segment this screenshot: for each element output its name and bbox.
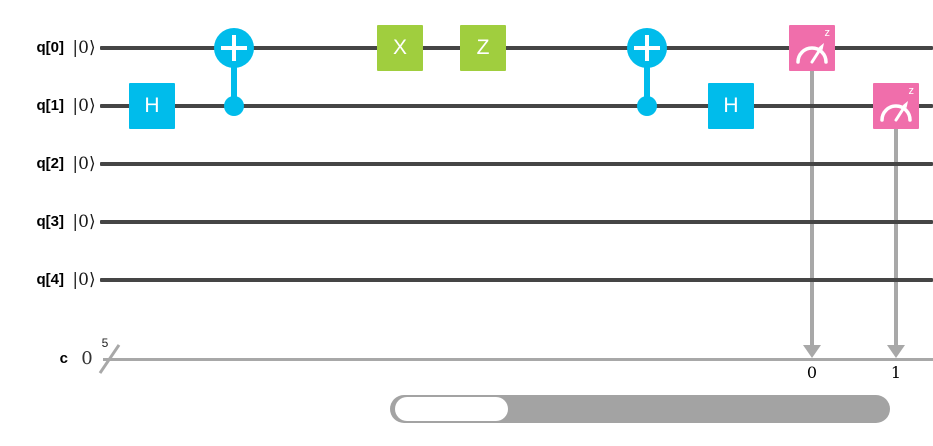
x-gate[interactable]: X [377,25,423,71]
measure-line-0 [810,71,814,346]
classical-register-label: c [59,350,68,367]
classical-bit-label-1: 1 [890,363,902,382]
cnot2-control-dot[interactable] [637,96,657,116]
plus-icon [221,46,247,50]
measure-gate-0[interactable]: z [789,25,835,71]
horizontal-scrollbar-track[interactable] [390,395,890,423]
measure-gauge-icon [796,43,828,64]
qubit-wire-1 [100,104,933,108]
plus-icon [634,46,660,50]
h-gate-2[interactable]: H [708,83,754,129]
cnot1-connector [231,48,237,106]
qubit-wire-2 [100,162,933,166]
cnot2-target[interactable] [627,28,667,68]
cnot2-connector [644,48,650,106]
z-gate[interactable]: Z [460,25,506,71]
measure-arrowhead-1 [887,345,905,358]
qubit-label-4: q[4] [36,271,65,288]
gate-label: H [723,94,739,117]
measure-arrowhead-0 [803,345,821,358]
qubit-label-0: q[0] [36,39,65,56]
qubit-wire-4 [100,278,933,282]
measure-basis-label: z [824,27,831,39]
classical-bus-size: 5 [101,336,109,350]
classical-bit-label-0: 0 [806,363,818,382]
ket-zero-1: |0⟩ [72,96,96,116]
ket-zero-3: |0⟩ [72,212,96,232]
qubit-label-2: q[2] [36,155,65,172]
gate-label: H [144,94,160,117]
classical-initial-value: 0 [81,348,93,369]
measure-line-1 [894,129,898,346]
ket-zero-2: |0⟩ [72,154,96,174]
horizontal-scrollbar-thumb[interactable] [395,397,508,421]
qubit-label-1: q[1] [36,97,65,114]
measure-gauge-icon [880,101,912,122]
qubit-wire-0 [100,46,933,50]
cnot1-target[interactable] [214,28,254,68]
h-gate-1[interactable]: H [129,83,175,129]
gate-label: Z [476,36,490,59]
measure-gate-1[interactable]: z [873,83,919,129]
ket-zero-0: |0⟩ [72,38,96,58]
measure-basis-label: z [908,85,915,97]
qubit-wire-3 [100,220,933,224]
qubit-label-3: q[3] [36,213,65,230]
gate-label: X [392,36,407,59]
cnot1-control-dot[interactable] [224,96,244,116]
ket-zero-4: |0⟩ [72,270,96,290]
classical-wire [103,358,933,361]
